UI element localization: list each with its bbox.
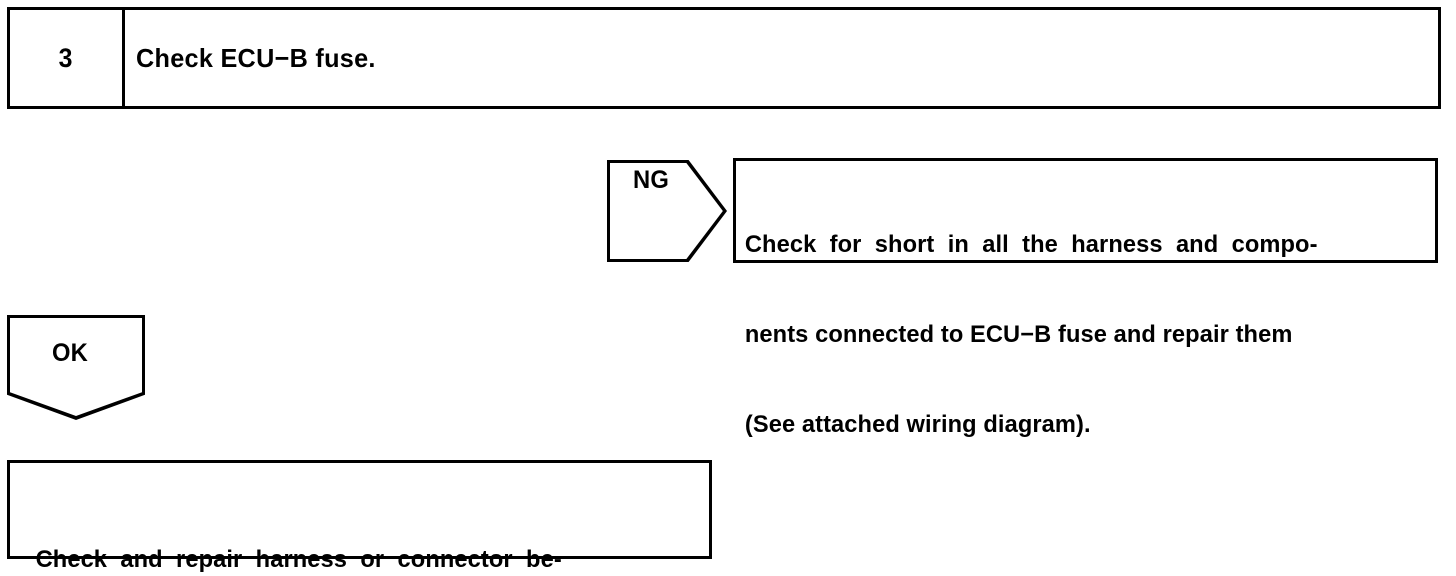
ng-result-box: Check for short in all the harness and c… bbox=[733, 158, 1438, 438]
branch-ng-label: NG bbox=[633, 166, 670, 194]
branch-ok-arrow: OK bbox=[7, 315, 145, 420]
step-body-cell: Check ECU−B fuse. bbox=[125, 10, 1438, 106]
branch-ok-label: OK bbox=[52, 339, 89, 367]
step-box: 3 Check ECU−B fuse. bbox=[7, 7, 1441, 109]
final-result-box: Check and repair harness or connector be… bbox=[7, 460, 712, 573]
ng-result-line-3: (See attached wiring diagram). bbox=[744, 411, 1091, 438]
branch-ok-arrow-fill bbox=[10, 318, 142, 417]
final-result-text: Check and repair harness or connector be… bbox=[10, 463, 699, 576]
ng-result-line-2: nents connected to ECU−B fuse and repair… bbox=[744, 321, 1293, 348]
ng-result-line-1: Check for short in all the harness and c… bbox=[744, 231, 1318, 258]
step-number: 3 bbox=[59, 42, 73, 73]
step-title: Check ECU−B fuse. bbox=[136, 42, 376, 73]
branch-ng-arrow: NG bbox=[607, 160, 727, 262]
step-number-cell: 3 bbox=[10, 10, 125, 106]
final-result-line-1: Check and repair harness or connector be… bbox=[35, 546, 562, 573]
ng-result-text: Check for short in all the harness and c… bbox=[736, 161, 1425, 500]
